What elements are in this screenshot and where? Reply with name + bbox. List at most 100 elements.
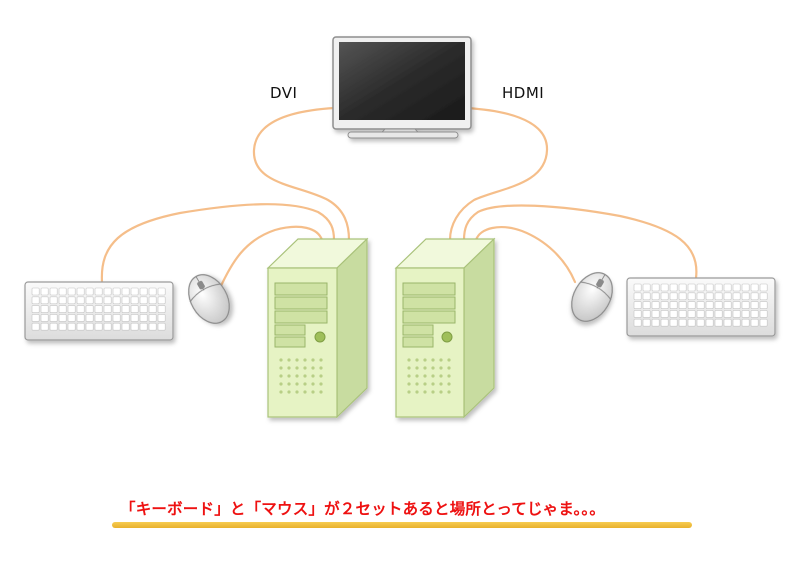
keyboard-key <box>112 305 121 313</box>
mouse-cable-right <box>474 226 577 284</box>
keyboard-key <box>58 287 67 296</box>
keyboard-key <box>121 322 130 331</box>
keyboard-key <box>660 310 669 318</box>
keyboard-key <box>40 314 49 322</box>
keyboard-key <box>669 301 678 309</box>
keyboard-key <box>76 314 85 322</box>
keyboard-icon <box>24 281 174 341</box>
keyboard-key <box>714 292 723 301</box>
keyboard-key <box>705 292 714 301</box>
keyboard-key <box>58 322 67 331</box>
keyboard-key <box>750 318 759 327</box>
keyboard-key <box>103 322 112 331</box>
keyboard-key <box>85 322 94 331</box>
keyboard-key <box>157 305 166 313</box>
keyboard-key <box>58 314 67 322</box>
keyboard-key <box>67 322 76 331</box>
keyboard-key <box>741 318 750 327</box>
keyboard-key <box>112 314 121 322</box>
keyboard-key <box>642 283 651 292</box>
keyboard-key <box>660 292 669 301</box>
keyboard-key <box>49 287 58 296</box>
keyboard-key <box>723 318 732 327</box>
keyboard-key <box>714 283 723 292</box>
dvi-cable <box>252 106 351 242</box>
keyboard-key <box>723 292 732 301</box>
monitor-icon <box>332 36 472 139</box>
keyboard-key <box>94 296 103 305</box>
keyboard-key <box>723 283 732 292</box>
keyboard-icon <box>626 277 776 337</box>
keyboard-key <box>112 296 121 305</box>
keyboard-key <box>732 283 741 292</box>
keyboard-key <box>85 305 94 313</box>
keyboard-key <box>705 310 714 318</box>
keyboard-key <box>633 283 642 292</box>
keyboard-key <box>723 310 732 318</box>
keyboard-key <box>130 322 139 331</box>
keyboard-key <box>148 305 157 313</box>
keyboard-key <box>759 292 768 301</box>
keyboard-key <box>687 283 696 292</box>
keyboard-key <box>103 314 112 322</box>
keyboard-key <box>687 318 696 327</box>
keyboard-key <box>642 318 651 327</box>
keyboard-key <box>103 305 112 313</box>
caption: 「キーボード」と「マウス」が２セットあると場所とってじゃま。。。 <box>120 500 606 518</box>
keyboard-key <box>40 287 49 296</box>
keyboard-key <box>49 296 58 305</box>
keyboard-key <box>741 310 750 318</box>
keyboard-key <box>76 305 85 313</box>
keyboard-key <box>31 322 40 331</box>
keyboard-key <box>94 314 103 322</box>
keyboard-key <box>732 301 741 309</box>
cables <box>100 106 698 290</box>
keyboard-key <box>103 287 112 296</box>
keyboard-key <box>103 296 112 305</box>
keyboard-key <box>139 305 148 313</box>
keyboard-key <box>633 310 642 318</box>
dvi-label: DVI <box>270 84 297 102</box>
keyboard-key <box>633 301 642 309</box>
keyboard-key <box>723 301 732 309</box>
keyboard-key <box>139 287 148 296</box>
keyboard-key <box>714 301 723 309</box>
keyboard-key <box>651 310 660 318</box>
keyboard-key <box>40 322 49 331</box>
keyboard-key <box>31 305 40 313</box>
keyboard-key <box>642 301 651 309</box>
keyboard-key <box>669 310 678 318</box>
keyboard-key <box>741 292 750 301</box>
keyboard-key <box>58 296 67 305</box>
keyboard-key <box>49 314 58 322</box>
keyboard-key <box>687 301 696 309</box>
keyboard-key <box>94 322 103 331</box>
keyboard-key <box>732 292 741 301</box>
keyboard-key <box>705 301 714 309</box>
keyboard-key <box>759 318 768 327</box>
keyboard-key <box>157 287 166 296</box>
keyboard-key <box>696 301 705 309</box>
keyboard-key <box>678 318 687 327</box>
keyboard-key <box>76 322 85 331</box>
keyboard-key <box>750 310 759 318</box>
keyboard-key <box>67 287 76 296</box>
keyboard-key <box>85 296 94 305</box>
keyboard-key <box>148 322 157 331</box>
keyboard-key <box>678 310 687 318</box>
keyboard-key <box>759 301 768 309</box>
hdmi-cable <box>448 106 549 242</box>
keyboard-key <box>157 314 166 322</box>
hdmi-label: HDMI <box>502 84 544 102</box>
keyboard-key <box>660 283 669 292</box>
keyboard-key <box>651 318 660 327</box>
keyboard-key <box>750 301 759 309</box>
keyboard-key <box>67 314 76 322</box>
keyboard-key <box>696 292 705 301</box>
mouse-icon <box>571 272 613 322</box>
keyboard-key <box>687 310 696 318</box>
keyboard-key <box>148 314 157 322</box>
keyboard-key <box>678 301 687 309</box>
keyboard-key <box>741 301 750 309</box>
keyboard-key <box>750 292 759 301</box>
